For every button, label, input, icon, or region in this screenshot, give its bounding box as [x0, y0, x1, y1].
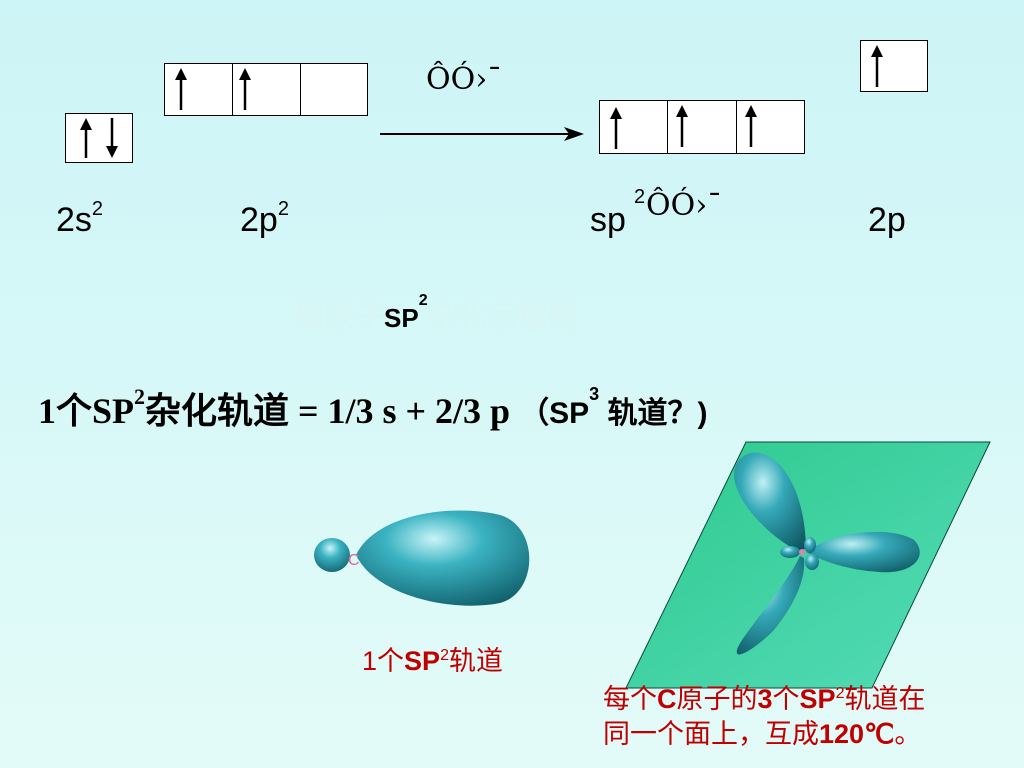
orbital-caption-b: SP: [404, 646, 441, 676]
hybrid-formula: 1个SP2杂化轨道 = 1/3 s + 2/3 p （SP3 轨道？): [38, 382, 707, 434]
orbital-box-2p-single: [860, 40, 928, 92]
label-sp2-garble: ÔÓ›¯: [646, 188, 723, 223]
spin-up-arrow-icon: [239, 68, 251, 110]
orbital-cell: [233, 64, 301, 115]
orbital-cell: [861, 41, 927, 91]
orbital-caption-a: 1个: [362, 646, 405, 676]
spin-up-arrow-icon: [871, 45, 883, 87]
formula-q-rest: 轨道？: [599, 397, 698, 430]
label-2p: 2p2: [240, 199, 289, 239]
orbital-box-2p: [164, 63, 368, 116]
note-l1-e: 个: [772, 684, 800, 714]
label-2s: 2s2: [56, 199, 103, 239]
diagram-caption: 碳原子SP2杂化示意图: [294, 292, 578, 336]
note-l2-a: 同一个面上，互成: [603, 719, 819, 750]
orbital-caption-sup: 2: [440, 647, 449, 664]
plane-note-line1: 每个C原子的3个SP2轨道在: [603, 682, 925, 717]
transform-arrow-icon: [380, 127, 584, 141]
note-l1-a: 每个: [603, 684, 657, 714]
right-lobe: [806, 531, 920, 573]
orbital-box-2s: [65, 113, 133, 163]
note-l1-f: SP: [799, 684, 836, 714]
caption-main: SP: [384, 303, 419, 333]
formula-prefix: 1个SP: [38, 391, 135, 431]
spin-up-arrow-icon: [610, 107, 622, 149]
lower-lobe: [736, 556, 805, 655]
orbital-cell: [165, 64, 233, 115]
spin-up-arrow-icon: [745, 105, 757, 147]
small-lobe: [805, 554, 819, 570]
label-2s-base: 2s: [56, 201, 92, 239]
large-lobe: [356, 510, 530, 606]
label-2p-base: 2p: [240, 201, 278, 239]
spin-down-arrow-icon: [106, 118, 118, 158]
small-lobe: [804, 537, 816, 553]
plane-note: 每个C原子的3个SP2轨道在 同一个面上，互成120℃。: [603, 682, 925, 752]
note-l1-c: 原子的: [676, 684, 758, 714]
small-lobe: [314, 538, 350, 572]
small-lobe: [780, 546, 800, 558]
carbon-nucleus: [799, 549, 805, 555]
arrow-label: ÔÓ›¯: [426, 62, 503, 97]
formula-middle: 杂化轨道 = 1/3 s + 2/3 p: [145, 391, 511, 431]
spin-up-arrow-icon: [80, 118, 92, 158]
plane-note-line2: 同一个面上，互成120℃。: [603, 717, 925, 752]
note-l1-d: 3: [757, 684, 773, 714]
note-l1-sup: 2: [835, 685, 845, 702]
label-sp2-base: sp: [590, 201, 626, 239]
label-sp2: sp: [590, 203, 626, 237]
note-l1-b: C: [657, 684, 677, 714]
orbital-caption-c: 轨道: [448, 646, 503, 676]
note-l1-g: 轨道在: [844, 684, 926, 714]
spin-up-arrow-icon: [175, 68, 187, 110]
atom-label: C: [348, 552, 360, 569]
formula-q-sp: SP: [549, 397, 590, 430]
orbital-cell: [66, 114, 132, 162]
formula-prefix-sup: 2: [134, 384, 146, 409]
caption-ghost-before: 碳原子: [294, 301, 384, 334]
formula-q-sup: 3: [589, 384, 600, 404]
orbital-cell: [668, 101, 737, 153]
note-l2-b: 120℃: [819, 719, 895, 750]
caption-sup: 2: [418, 292, 428, 309]
trigonal-plane-illustration: [625, 441, 991, 689]
orbital-caption: 1个SP2轨道: [362, 644, 503, 679]
label-2s-sup: 2: [91, 198, 104, 220]
orbital-box-sp2: [599, 100, 805, 154]
upper-lobe: [734, 452, 806, 552]
label-sp2-sup: 2: [634, 186, 646, 208]
spin-up-arrow-icon: [676, 105, 688, 147]
formula-question: （SP3 轨道？): [519, 384, 708, 430]
label-2p-single: 2p: [868, 201, 906, 239]
formula-paren-open: （: [519, 397, 550, 430]
note-l2-c: 。: [894, 719, 922, 750]
formula-paren-close: ): [697, 397, 708, 430]
orbital-cell: [600, 101, 668, 153]
label-2p-sup: 2: [277, 198, 289, 220]
orbital-cell: [737, 101, 806, 153]
caption-ghost-after: 杂化示意图: [427, 301, 578, 334]
orbital-cell: [301, 64, 369, 115]
sp2-orbital-illustration: C: [314, 510, 530, 606]
